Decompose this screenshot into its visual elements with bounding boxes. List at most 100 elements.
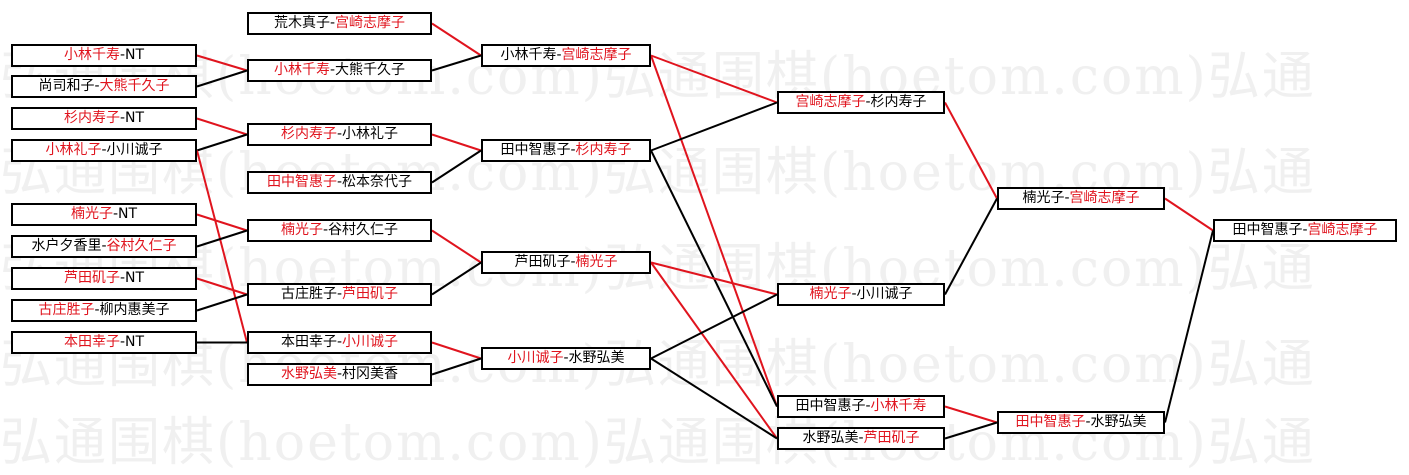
connector-line xyxy=(1164,197,1214,232)
player-name: 古庄胜子 xyxy=(280,286,337,302)
connector-line xyxy=(196,54,248,72)
match-r1-8: 古庄胜子-柳内惠美子 xyxy=(11,299,197,322)
player-name: 芦田矶子 xyxy=(863,430,920,446)
player-name: 本田幸子 xyxy=(280,334,337,350)
connector-line xyxy=(944,198,998,295)
match-r1-1: 小林千寿-NT xyxy=(11,44,197,67)
separator: - xyxy=(94,78,100,94)
separator: - xyxy=(101,142,107,158)
separator: - xyxy=(112,206,119,222)
separator: - xyxy=(101,238,107,254)
separator: - xyxy=(336,366,343,382)
player-name: 水野弘美 xyxy=(802,430,859,446)
connector-line xyxy=(650,55,778,407)
match-r3-4: 小川诚子-水野弘美 xyxy=(481,347,651,370)
connector-line xyxy=(431,261,482,296)
player-name: 小川诚子 xyxy=(856,286,913,302)
match-r2-8: 水野弘美-村冈美香 xyxy=(247,363,432,386)
player-name: 宫崎志摩子 xyxy=(1307,222,1378,238)
match-r6-1: 田中智惠子-宫崎志摩子 xyxy=(1213,219,1397,242)
match-r2-7: 本田幸子-小川诚子 xyxy=(247,331,432,354)
connector-line xyxy=(431,22,482,57)
player-name: 小林千寿 xyxy=(870,398,927,414)
connector-line xyxy=(650,293,778,360)
connector-line xyxy=(196,277,248,296)
player-name: 宫崎志摩子 xyxy=(795,94,866,110)
connector-line xyxy=(650,357,778,440)
player-name: 杉内寿子 xyxy=(63,110,120,126)
player-name: 楠光子 xyxy=(70,206,113,222)
connector-line xyxy=(196,117,248,136)
match-r5-1: 楠光子-宫崎志摩子 xyxy=(997,187,1165,210)
bracket-lines xyxy=(196,22,1214,440)
player-name: 楠光子 xyxy=(1022,190,1065,206)
connector-line xyxy=(196,229,248,248)
player-name: NT xyxy=(118,206,138,222)
watermark-row-3: 弘通围棋(hoetom.com)弘通围棋(hoetom.com)弘通 xyxy=(0,239,1316,299)
match-r2-2: 小林千寿-大熊千久子 xyxy=(247,59,432,82)
connector-line xyxy=(944,421,998,440)
separator: - xyxy=(329,62,336,78)
player-name: 小林千寿 xyxy=(63,47,120,63)
match-r4-4: 水野弘美-芦田矶子 xyxy=(777,427,945,450)
player-name: 柳内惠美子 xyxy=(99,302,170,318)
player-name: 楠光子 xyxy=(280,222,323,238)
match-r2-3: 杉内寿子-小林礼子 xyxy=(247,123,432,146)
connector-line xyxy=(431,229,482,264)
separator: - xyxy=(865,94,871,110)
watermark-row-4: 弘通围棋(hoetom.com)弘通围棋(hoetom.com)弘通 xyxy=(0,335,1316,395)
connector-line xyxy=(431,357,482,376)
separator: - xyxy=(1085,414,1091,430)
connector-line xyxy=(431,341,482,360)
player-name: 田中智惠子 xyxy=(500,142,571,158)
separator: - xyxy=(563,350,569,366)
player-name: 小林千寿 xyxy=(273,62,330,78)
connector-line xyxy=(431,149,482,184)
player-name: 水野弘美 xyxy=(1090,414,1147,430)
player-name: 杉内寿子 xyxy=(870,94,927,110)
player-name: 村冈美香 xyxy=(342,366,399,382)
player-name: NT xyxy=(125,47,145,63)
match-r5-2: 田中智惠子-水野弘美 xyxy=(997,411,1165,434)
separator: - xyxy=(119,270,126,286)
player-name: 古庄胜子 xyxy=(38,302,95,318)
connector-line xyxy=(650,261,778,296)
player-name: 大熊千久子 xyxy=(99,78,170,94)
separator: - xyxy=(94,302,100,318)
match-r4-2: 楠光子-小川诚子 xyxy=(777,283,945,306)
connector-line xyxy=(1164,230,1214,423)
separator: - xyxy=(851,286,857,302)
connector-line xyxy=(944,102,998,199)
separator: - xyxy=(556,47,562,63)
player-name: 谷村久仁子 xyxy=(328,222,399,238)
separator: - xyxy=(322,222,329,238)
player-name: 小林礼子 xyxy=(45,142,102,158)
connector-line xyxy=(431,54,482,72)
player-name: 大熊千久子 xyxy=(335,62,406,78)
player-name: 杉内寿子 xyxy=(575,142,632,158)
connector-line xyxy=(650,261,778,440)
player-name: 小川诚子 xyxy=(507,350,564,366)
separator: - xyxy=(336,286,343,302)
match-r2-1: 荒木真子-宫崎志摩子 xyxy=(247,12,432,35)
match-r4-3: 田中智惠子-小林千寿 xyxy=(777,395,945,418)
player-name: 宫崎志摩子 xyxy=(1069,190,1140,206)
player-name: 松本奈代子 xyxy=(342,174,413,190)
separator: - xyxy=(119,47,126,63)
player-name: 田中智惠子 xyxy=(266,174,337,190)
match-r3-3: 芦田矶子-楠光子 xyxy=(481,251,651,274)
player-name: NT xyxy=(125,110,145,126)
player-name: 宫崎志摩子 xyxy=(561,47,632,63)
player-name: 水野弘美 xyxy=(280,366,337,382)
match-r3-2: 田中智惠子-杉内寿子 xyxy=(481,139,651,162)
connector-line xyxy=(431,133,482,152)
match-r2-6: 古庄胜子-芦田矶子 xyxy=(247,283,432,306)
player-name: 杉内寿子 xyxy=(280,126,337,142)
player-name: 芦田矶子 xyxy=(63,270,120,286)
connector-line xyxy=(196,150,248,343)
player-name: 芦田矶子 xyxy=(514,254,571,270)
player-name: 楠光子 xyxy=(809,286,852,302)
match-r1-9: 本田幸子-NT xyxy=(11,331,197,354)
match-r2-5: 楠光子-谷村久仁子 xyxy=(247,219,432,242)
connector-line xyxy=(650,54,778,104)
